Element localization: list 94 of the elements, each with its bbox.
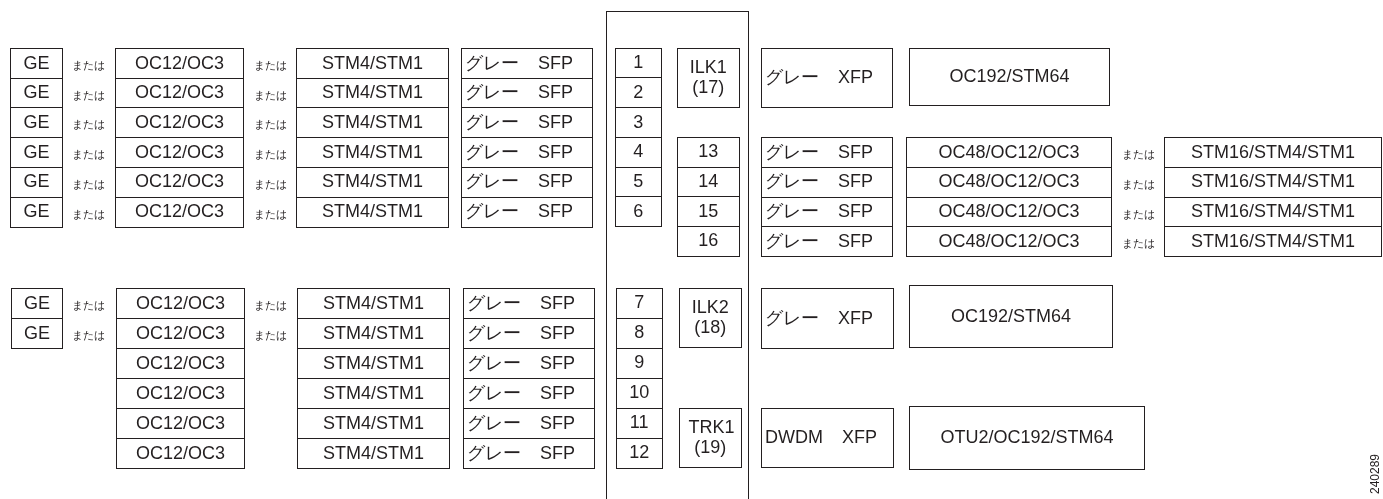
or-label: または <box>253 297 287 313</box>
sfp-box: グレー SFP <box>461 137 593 169</box>
interface-box: OC48/OC12/OC3 <box>906 166 1112 198</box>
or-label: または <box>71 57 105 73</box>
or-label: または <box>1121 235 1155 251</box>
interface-box: OC48/OC12/OC3 <box>906 137 1112 169</box>
figure-number: 240289 <box>1368 454 1382 494</box>
interface-box: GE <box>11 288 63 319</box>
sfp-box: グレー SFP <box>461 196 593 228</box>
interface-box: STM4/STM1 <box>296 196 449 228</box>
or-label: または <box>253 327 287 343</box>
port-number-box: 15 <box>676 196 740 228</box>
or-label: または <box>1121 206 1155 221</box>
interface-box: OC12/OC3 <box>115 166 244 198</box>
sfp-box: グレー SFP <box>761 166 893 198</box>
or-label: または <box>253 206 287 221</box>
sfp-box: グレー SFP <box>461 48 593 79</box>
interface-box: STM4/STM1 <box>297 408 450 439</box>
or-label: または <box>71 87 105 103</box>
card-outline <box>606 11 749 499</box>
sfp-box: グレー SFP <box>463 378 595 409</box>
or-label: または <box>1121 176 1155 192</box>
interface-box: GE <box>10 107 63 139</box>
port-number-box: 4 <box>614 136 662 168</box>
interface-box: OC12/OC3 <box>116 348 245 379</box>
port-number-box: 3 <box>614 107 662 139</box>
xfp-box: DWDM XFP <box>761 408 894 468</box>
sfp-box: グレー SFP <box>461 166 593 198</box>
xfp-box: グレー XFP <box>761 48 893 108</box>
interface-box: STM16/STM4/STM1 <box>1164 166 1382 198</box>
interface-box: OTU2/OC192/STM64 <box>909 406 1145 470</box>
or-label: または <box>253 116 287 132</box>
sfp-box: グレー SFP <box>461 107 593 139</box>
port-number-box: ILK1 (17) <box>676 47 740 108</box>
or-label: または <box>71 176 105 192</box>
interface-box: STM16/STM4/STM1 <box>1164 226 1382 258</box>
sfp-box: グレー SFP <box>463 408 595 439</box>
interface-box: OC12/OC3 <box>116 318 245 349</box>
port-number-box: 12 <box>615 437 663 469</box>
interface-box: STM16/STM4/STM1 <box>1164 137 1382 169</box>
interface-box: OC12/OC3 <box>115 107 244 139</box>
sfp-box: グレー SFP <box>463 348 595 379</box>
port-number-box: TRK1 (19) <box>678 407 742 468</box>
interface-box: STM4/STM1 <box>296 107 449 139</box>
interface-box: OC48/OC12/OC3 <box>906 226 1112 258</box>
or-label: または <box>253 87 287 103</box>
interface-box: OC12/OC3 <box>116 408 245 439</box>
sfp-box: グレー SFP <box>463 288 595 319</box>
interface-box: GE <box>10 137 63 169</box>
port-number-box: 8 <box>615 317 663 349</box>
interface-box: STM4/STM1 <box>297 288 450 319</box>
interface-box: OC12/OC3 <box>115 137 244 169</box>
interface-box: GE <box>10 196 63 228</box>
port-number-box: 16 <box>676 225 740 257</box>
sfp-box: グレー SFP <box>761 137 893 169</box>
interface-box: GE <box>10 48 63 79</box>
interface-box: OC12/OC3 <box>115 196 244 228</box>
port-number-box: 7 <box>615 287 663 319</box>
port-number-box: 10 <box>615 377 663 409</box>
interface-box: GE <box>11 318 63 349</box>
or-label: または <box>71 206 105 221</box>
port-number-box: 2 <box>614 77 662 109</box>
interface-box: STM4/STM1 <box>296 48 449 79</box>
port-number-box: 9 <box>615 347 663 379</box>
or-label: または <box>1121 146 1155 162</box>
or-label: または <box>253 176 287 192</box>
interface-box: STM4/STM1 <box>296 166 449 198</box>
interface-box: OC12/OC3 <box>116 438 245 469</box>
port-number-box: 13 <box>676 136 740 168</box>
sfp-box: グレー SFP <box>463 438 595 469</box>
interface-box: OC12/OC3 <box>115 48 244 79</box>
or-label: または <box>71 327 105 343</box>
interface-box: STM4/STM1 <box>297 348 450 379</box>
interface-box: OC192/STM64 <box>909 285 1113 348</box>
port-number-box: 1 <box>614 47 662 79</box>
or-label: または <box>253 57 287 73</box>
interface-box: STM4/STM1 <box>297 438 450 469</box>
xfp-box: グレー XFP <box>761 288 894 349</box>
interface-box: GE <box>10 166 63 198</box>
port-number-box: 6 <box>614 196 662 228</box>
interface-box: OC12/OC3 <box>116 288 245 319</box>
port-number-box: ILK2 (18) <box>678 287 742 348</box>
interface-box: STM4/STM1 <box>297 378 450 409</box>
interface-box: STM4/STM1 <box>296 137 449 169</box>
sfp-box: グレー SFP <box>463 318 595 349</box>
or-label: または <box>253 146 287 162</box>
interface-box: OC12/OC3 <box>116 378 245 409</box>
interface-box: OC192/STM64 <box>909 48 1110 106</box>
or-label: または <box>71 146 105 162</box>
interface-box: STM4/STM1 <box>297 318 450 349</box>
sfp-box: グレー SFP <box>761 226 893 258</box>
or-label: または <box>71 297 105 313</box>
port-number-box: 11 <box>615 407 663 439</box>
or-label: または <box>71 116 105 132</box>
